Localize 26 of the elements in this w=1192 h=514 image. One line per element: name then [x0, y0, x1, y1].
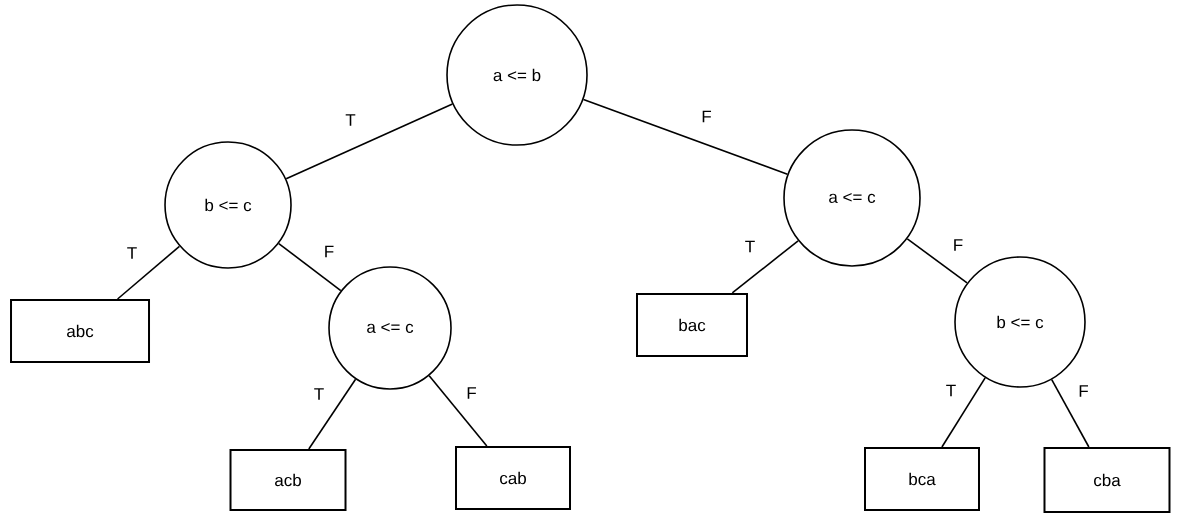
- edge-label: T: [314, 388, 324, 400]
- result-box: cab: [455, 446, 571, 510]
- connector-line: [906, 238, 968, 284]
- connector-line: [285, 103, 454, 180]
- edge-label: F: [325, 245, 334, 258]
- edge-label: T: [745, 240, 755, 253]
- connector-line: [941, 377, 986, 448]
- connector-line: [731, 239, 799, 294]
- result-box: acb: [229, 449, 347, 511]
- edge-label: T: [345, 114, 356, 126]
- connector-line: [1050, 378, 1090, 448]
- edge-label: T: [127, 247, 137, 259]
- edge-label: T: [946, 384, 956, 397]
- connector-line: [278, 242, 342, 292]
- connector-line: [428, 374, 488, 447]
- connector-line: [116, 245, 181, 300]
- edge-label: F: [1079, 385, 1088, 397]
- result-box: cba: [1043, 447, 1171, 513]
- edge-label: F: [954, 239, 963, 251]
- result-box: bac: [636, 293, 748, 357]
- edge-label: F: [702, 110, 711, 123]
- edge-label: F: [467, 387, 476, 399]
- result-box: bca: [864, 447, 980, 511]
- connector-line: [582, 98, 789, 176]
- result-box: abc: [10, 299, 150, 363]
- connector-line: [308, 378, 357, 450]
